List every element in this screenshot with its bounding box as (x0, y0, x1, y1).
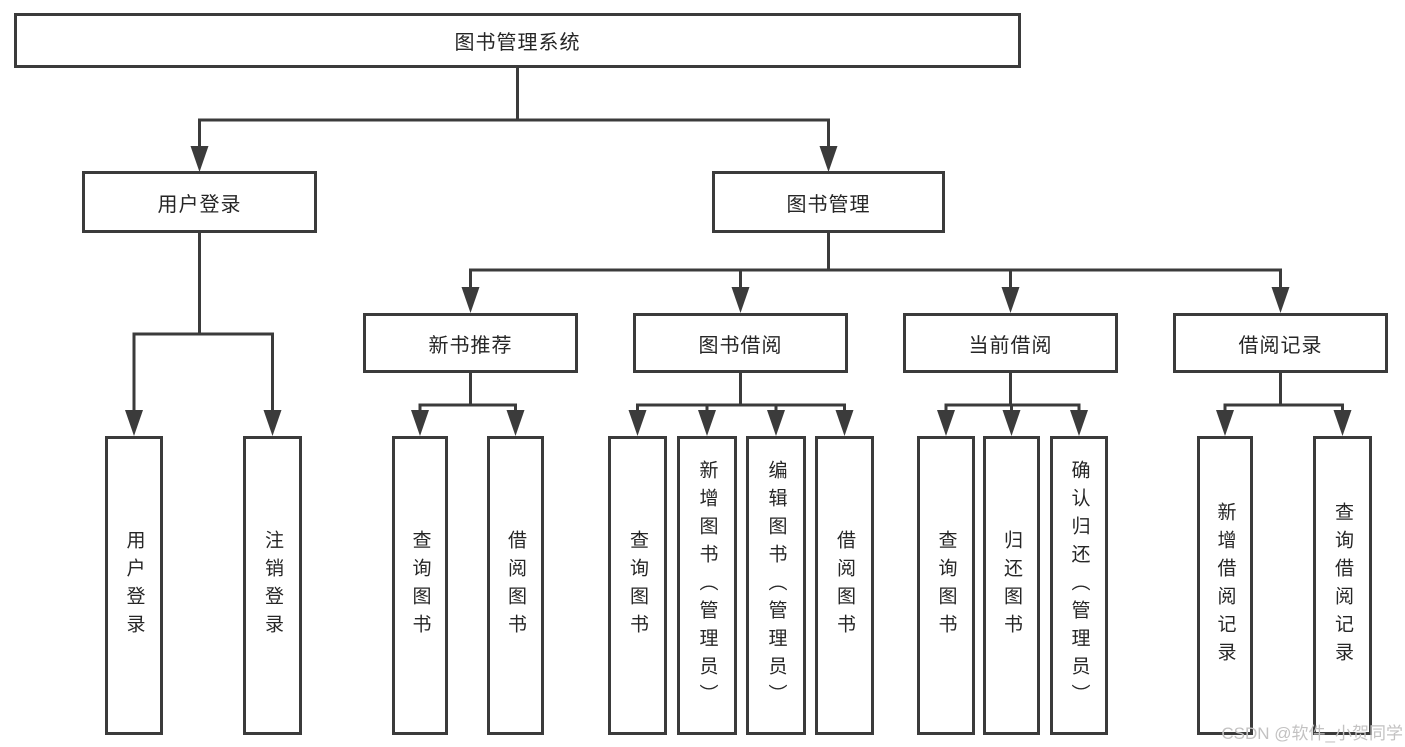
node-root-system: 图书管理系统 (14, 13, 1021, 68)
edge-bookborrow-to-leaves (636, 373, 846, 412)
arrow-down-icon (819, 146, 838, 172)
edge-currentborrow-to-leaves (944, 373, 1081, 412)
edge-userlogin-to-leaves (132, 233, 274, 412)
arrow-down-icon (1001, 287, 1020, 313)
arrow-down-icon (1002, 410, 1021, 436)
csdn-watermark: CSDN @软件_小贺同学 (1221, 724, 1403, 743)
node-current-borrow: 当前借阅 (903, 313, 1118, 373)
arrow-down-icon (937, 410, 955, 436)
leaf-current-return-books: 归还图书 (983, 436, 1040, 735)
arrow-down-icon (190, 146, 209, 172)
edge-bookmgmt-to-level3 (469, 233, 1282, 290)
leaf-logout: 注销登录 (243, 436, 302, 735)
arrow-down-icon (628, 410, 647, 436)
arrow-down-icon (411, 410, 429, 436)
leaf-user-login: 用户登录 (105, 436, 163, 735)
leaf-borrow-query-books: 查询图书 (608, 436, 667, 735)
node-user-login: 用户登录 (82, 171, 317, 233)
leaf-newrec-query-books: 查询图书 (392, 436, 448, 735)
arrow-down-icon (731, 287, 750, 313)
arrow-down-icon (1333, 410, 1352, 436)
leaf-current-query-books: 查询图书 (917, 436, 975, 735)
edge-borrowrecord-to-leaves (1223, 373, 1344, 412)
leaf-record-query-borrow-record: 查询借阅记录 (1313, 436, 1372, 735)
edge-root-to-level2 (198, 68, 830, 149)
arrow-down-icon (698, 410, 716, 436)
leaf-borrow-edit-books-admin: 编辑图书（管理员） (746, 436, 806, 735)
leaf-borrow-add-books-admin: 新增图书（管理员） (677, 436, 737, 735)
arrow-down-icon (125, 410, 143, 436)
arrow-down-icon (1271, 287, 1290, 313)
node-book-borrow: 图书借阅 (633, 313, 848, 373)
edge-newrec-to-leaves (418, 373, 517, 412)
node-new-book-recommend: 新书推荐 (363, 313, 578, 373)
leaf-borrow-borrow-books: 借阅图书 (815, 436, 874, 735)
arrow-down-icon (835, 410, 854, 436)
arrow-down-icon (263, 410, 282, 436)
arrow-down-icon (1216, 410, 1234, 436)
leaf-record-add-borrow-record: 新增借阅记录 (1197, 436, 1253, 735)
node-book-management: 图书管理 (712, 171, 945, 233)
arrow-down-icon (1070, 410, 1088, 436)
leaf-current-confirm-return-admin: 确认归还（管理员） (1050, 436, 1108, 735)
arrow-down-icon (767, 410, 785, 436)
node-borrow-record: 借阅记录 (1173, 313, 1388, 373)
leaf-newrec-borrow-books: 借阅图书 (487, 436, 544, 735)
arrow-down-icon (506, 410, 525, 436)
arrow-down-icon (461, 287, 480, 313)
